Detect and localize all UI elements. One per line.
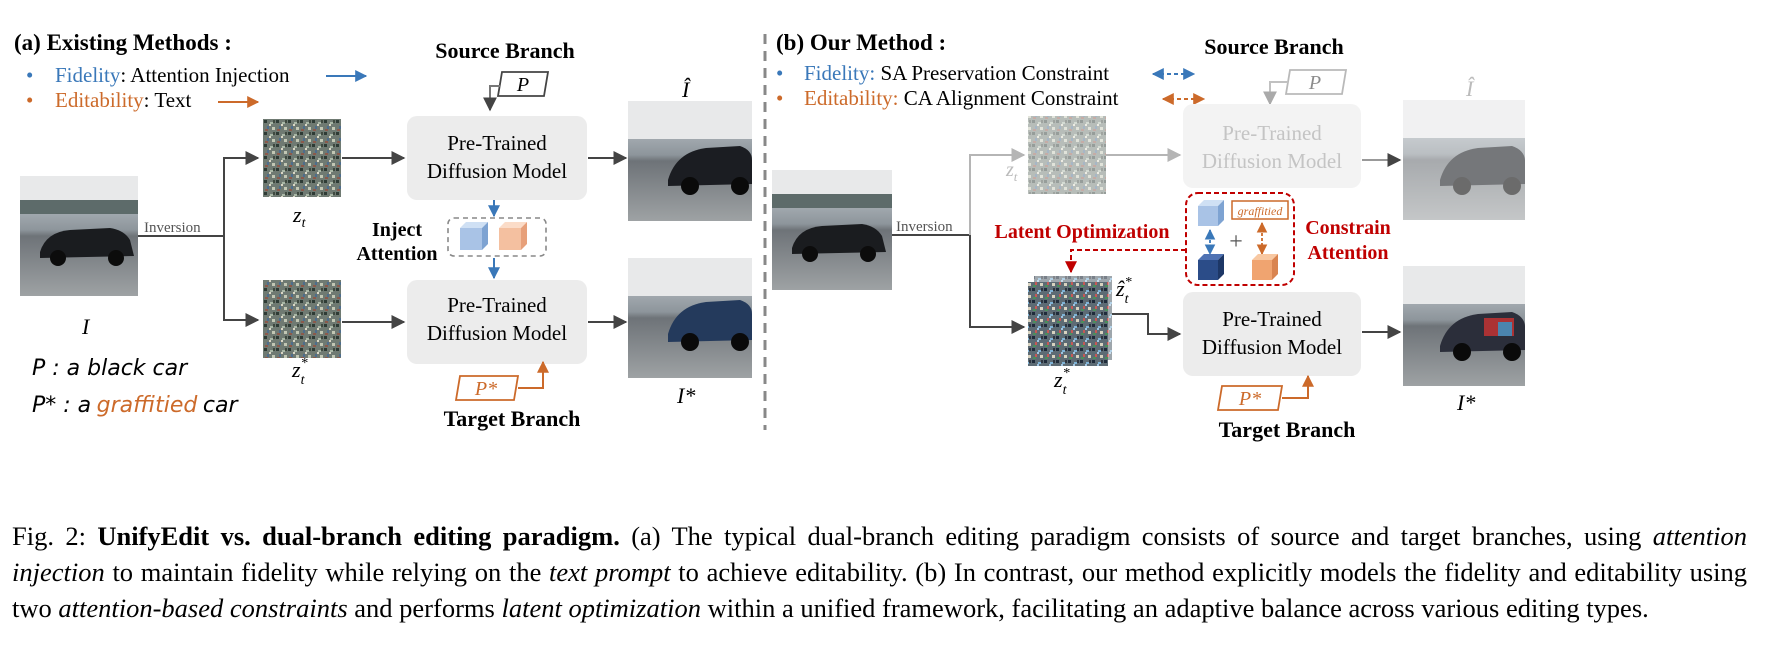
source-branch-label: Source Branch bbox=[435, 38, 575, 63]
svg-text:Diffusion Model: Diffusion Model bbox=[427, 159, 567, 183]
target-output-image-b bbox=[1403, 266, 1525, 386]
svg-text:Diffusion Model: Diffusion Model bbox=[1202, 335, 1342, 359]
legend-editability-value: CA Alignment Constraint bbox=[904, 86, 1119, 110]
svg-text:Fidelity: SA Preservation Cons: Fidelity: SA Preservation Constraint bbox=[804, 61, 1109, 85]
legend-bullet: • bbox=[26, 88, 33, 112]
svg-text:Attention: Attention bbox=[1307, 242, 1388, 264]
svg-text:Pre-Trained: Pre-Trained bbox=[447, 131, 547, 155]
target-branch-label: Target Branch bbox=[444, 406, 581, 431]
image-input-label: I bbox=[81, 314, 91, 339]
svg-text:•: • bbox=[776, 86, 783, 110]
legend-editability-key: Editability bbox=[55, 88, 144, 112]
legend-fidelity-key: Fidelity: bbox=[804, 61, 875, 85]
latent-zt-noise bbox=[263, 119, 341, 197]
inversion-arrows bbox=[138, 151, 260, 327]
source-output-image-b bbox=[1403, 100, 1525, 220]
svg-text:Diffusion Model: Diffusion Model bbox=[427, 321, 567, 345]
image-target-out-label-b: I* bbox=[1456, 390, 1475, 415]
source-output-image bbox=[628, 101, 752, 221]
dark-blue-cube-icon bbox=[1198, 254, 1224, 280]
legend-fidelity-value: Attention Injection bbox=[130, 63, 290, 87]
svg-text:P* : a graffitied car: P* : a graffitied car bbox=[32, 392, 239, 418]
plus-sign: + bbox=[1229, 229, 1243, 255]
inversion-arrows-b bbox=[892, 148, 1026, 334]
caption-lead: Fig. 2: bbox=[12, 521, 86, 551]
legend-editability-key: Editability: bbox=[804, 86, 899, 110]
svg-text:Pre-Trained: Pre-Trained bbox=[1222, 307, 1322, 331]
svg-text:Constrain: Constrain bbox=[1305, 217, 1391, 239]
latent-optimization-arrow bbox=[1065, 249, 1186, 274]
blue-cube-icon bbox=[460, 222, 488, 250]
source-diffusion-model-box: Pre-Trained Diffusion Model bbox=[407, 116, 587, 200]
latent-optimization-label: Latent Optimization bbox=[995, 221, 1170, 243]
caption-bold: UnifyEdit vs. dual-branch editing paradi… bbox=[97, 521, 620, 551]
svg-text:•: • bbox=[776, 61, 783, 85]
input-image-b bbox=[772, 170, 892, 290]
latent-zt-star-noise-b bbox=[1028, 276, 1112, 366]
svg-text:Pre-Trained: Pre-Trained bbox=[447, 293, 547, 317]
prompt-text-handwritten: P : a black car P* : a graffitied car bbox=[32, 356, 239, 418]
source-branch-label-b: Source Branch bbox=[1204, 34, 1344, 59]
orange-cube-icon bbox=[499, 222, 527, 250]
constrain-attention: graffitied + Constrain Attention bbox=[1185, 192, 1391, 286]
latent-zt-label-b: zt bbox=[1005, 159, 1018, 184]
latent-zt-star-label-b: z*t bbox=[1053, 366, 1070, 398]
latent-zt-star-noise bbox=[263, 280, 341, 358]
target-diffusion-model-box: Pre-Trained Diffusion Model bbox=[407, 280, 587, 364]
latent-zt-noise-b bbox=[1028, 116, 1106, 194]
source-diffusion-model-box-b: Pre-Trained Diffusion Model bbox=[1183, 104, 1361, 188]
inversion-label-b: Inversion bbox=[896, 219, 953, 235]
target-output-image bbox=[628, 258, 752, 378]
prompt-target-tag: P* bbox=[454, 360, 549, 401]
svg-text:Editability: Text: Editability: Text bbox=[55, 88, 192, 112]
figure-diagram: (a) Existing Methods : • Fidelity: Atten… bbox=[14, 30, 1525, 442]
orange-cube-icon bbox=[1252, 254, 1278, 280]
svg-text:graffitied: graffitied bbox=[1238, 204, 1284, 218]
svg-text:P: P bbox=[1308, 72, 1321, 94]
panel-b-legend: • Fidelity: SA Preservation Constraint •… bbox=[776, 61, 1206, 110]
target-diffusion-model-box-b: Pre-Trained Diffusion Model bbox=[1183, 292, 1361, 376]
svg-text:Attention: Attention bbox=[356, 243, 437, 265]
svg-text:Pre-Trained: Pre-Trained bbox=[1222, 121, 1322, 145]
figure-caption: Fig. 2: UnifyEdit vs. dual-branch editin… bbox=[12, 521, 1747, 623]
svg-text:Editability: CA Alignment Cons: Editability: CA Alignment Constraint bbox=[804, 86, 1119, 110]
input-image bbox=[20, 176, 138, 296]
latent-zt-star-label: z*t bbox=[291, 356, 308, 388]
legend-bullet: • bbox=[26, 63, 33, 87]
blue-cube-icon bbox=[1198, 200, 1224, 226]
svg-text:Fidelity: Attention Injection: Fidelity: Attention Injection bbox=[55, 63, 290, 87]
svg-text:P : a black car: P : a black car bbox=[32, 356, 189, 381]
inject-attention: Inject Attention bbox=[356, 200, 547, 280]
prompt-source-tag-b: P bbox=[1263, 69, 1348, 106]
panel-b-title: (b) Our Method : bbox=[776, 30, 946, 55]
target-branch-label-b: Target Branch bbox=[1219, 417, 1356, 442]
prompt-target-tag-b: P* bbox=[1216, 374, 1314, 411]
panel-a-legend: • Fidelity: Attention Injection • Editab… bbox=[26, 63, 368, 112]
latent-zhat-label: ẑ*t bbox=[1115, 275, 1132, 307]
graffitied-tag: graffitied bbox=[1231, 200, 1289, 220]
svg-text:Diffusion Model: Diffusion Model bbox=[1202, 149, 1342, 173]
image-source-out-label-b: Î bbox=[1465, 76, 1475, 101]
image-target-out-label: I* bbox=[676, 383, 695, 408]
prompt-source-tag: P bbox=[483, 71, 550, 112]
image-source-out-label: Î bbox=[681, 77, 691, 102]
svg-text:Inject: Inject bbox=[372, 219, 422, 241]
panel-a-title: (a) Existing Methods : bbox=[14, 30, 232, 55]
legend-editability-value: Text bbox=[154, 88, 191, 112]
svg-text:P*: P* bbox=[474, 378, 497, 400]
svg-text:P: P bbox=[516, 74, 529, 96]
legend-fidelity-key: Fidelity bbox=[55, 63, 121, 87]
legend-fidelity-value: SA Preservation Constraint bbox=[880, 61, 1109, 85]
svg-text:P*: P* bbox=[1238, 388, 1261, 410]
arrow bbox=[1112, 313, 1182, 341]
inversion-label: Inversion bbox=[144, 220, 201, 236]
latent-zt-label: zt bbox=[292, 202, 307, 231]
